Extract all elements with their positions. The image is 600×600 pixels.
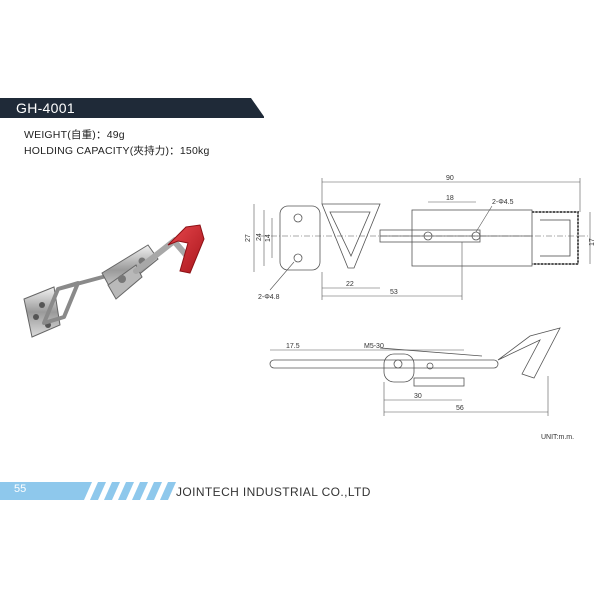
mount-hole-icon <box>293 253 303 263</box>
latch-body <box>101 244 159 300</box>
model-code: GH-4001 <box>16 100 75 116</box>
dim-14: 14 <box>265 234 272 242</box>
footer-accent-band <box>0 482 176 500</box>
dim-17-5: 17.5 <box>286 343 300 350</box>
dim-56: 56 <box>456 405 464 412</box>
dim-18: 18 <box>446 195 454 202</box>
dim-thread: M5-30 <box>364 343 384 350</box>
dim-53: 53 <box>390 289 398 296</box>
pivot-hole-icon <box>426 362 434 370</box>
page-number: 55 <box>14 483 27 495</box>
dim-hole-big: 2-Φ4.5 <box>492 199 514 206</box>
dim-17: 17 <box>589 238 596 246</box>
product-photo <box>23 224 205 338</box>
wire-loop <box>42 273 111 325</box>
unit-label: UNIT:m.m. <box>541 434 575 441</box>
model-header-bar: GH-4001 <box>0 98 265 118</box>
latch-base-plate <box>23 286 61 338</box>
dim-hole-small: 2-Φ4.8 <box>258 294 280 301</box>
dim-24: 24 <box>256 233 263 241</box>
pivot-hole-icon <box>423 231 433 241</box>
pivot-hole-icon <box>393 359 403 369</box>
dim-30: 30 <box>414 393 422 400</box>
mount-hole-icon <box>293 213 303 223</box>
dim-27: 27 <box>245 234 252 242</box>
company-name: JOINTECH INDUSTRIAL CO.,LTD <box>176 485 371 499</box>
holding-capacity-spec: HOLDING CAPACITY(夾持力)：150kg <box>24 145 210 157</box>
top-view <box>260 203 590 271</box>
side-view <box>269 327 561 387</box>
weight-spec: WEIGHT(自重)：49g <box>24 129 125 141</box>
dim-22: 22 <box>346 281 354 288</box>
technical-drawing: 90 18 2-Φ4.5 27 24 14 17 22 53 2-Φ4.8 17… <box>245 175 596 416</box>
red-handle-grip <box>167 224 205 274</box>
dim-90: 90 <box>446 175 454 182</box>
